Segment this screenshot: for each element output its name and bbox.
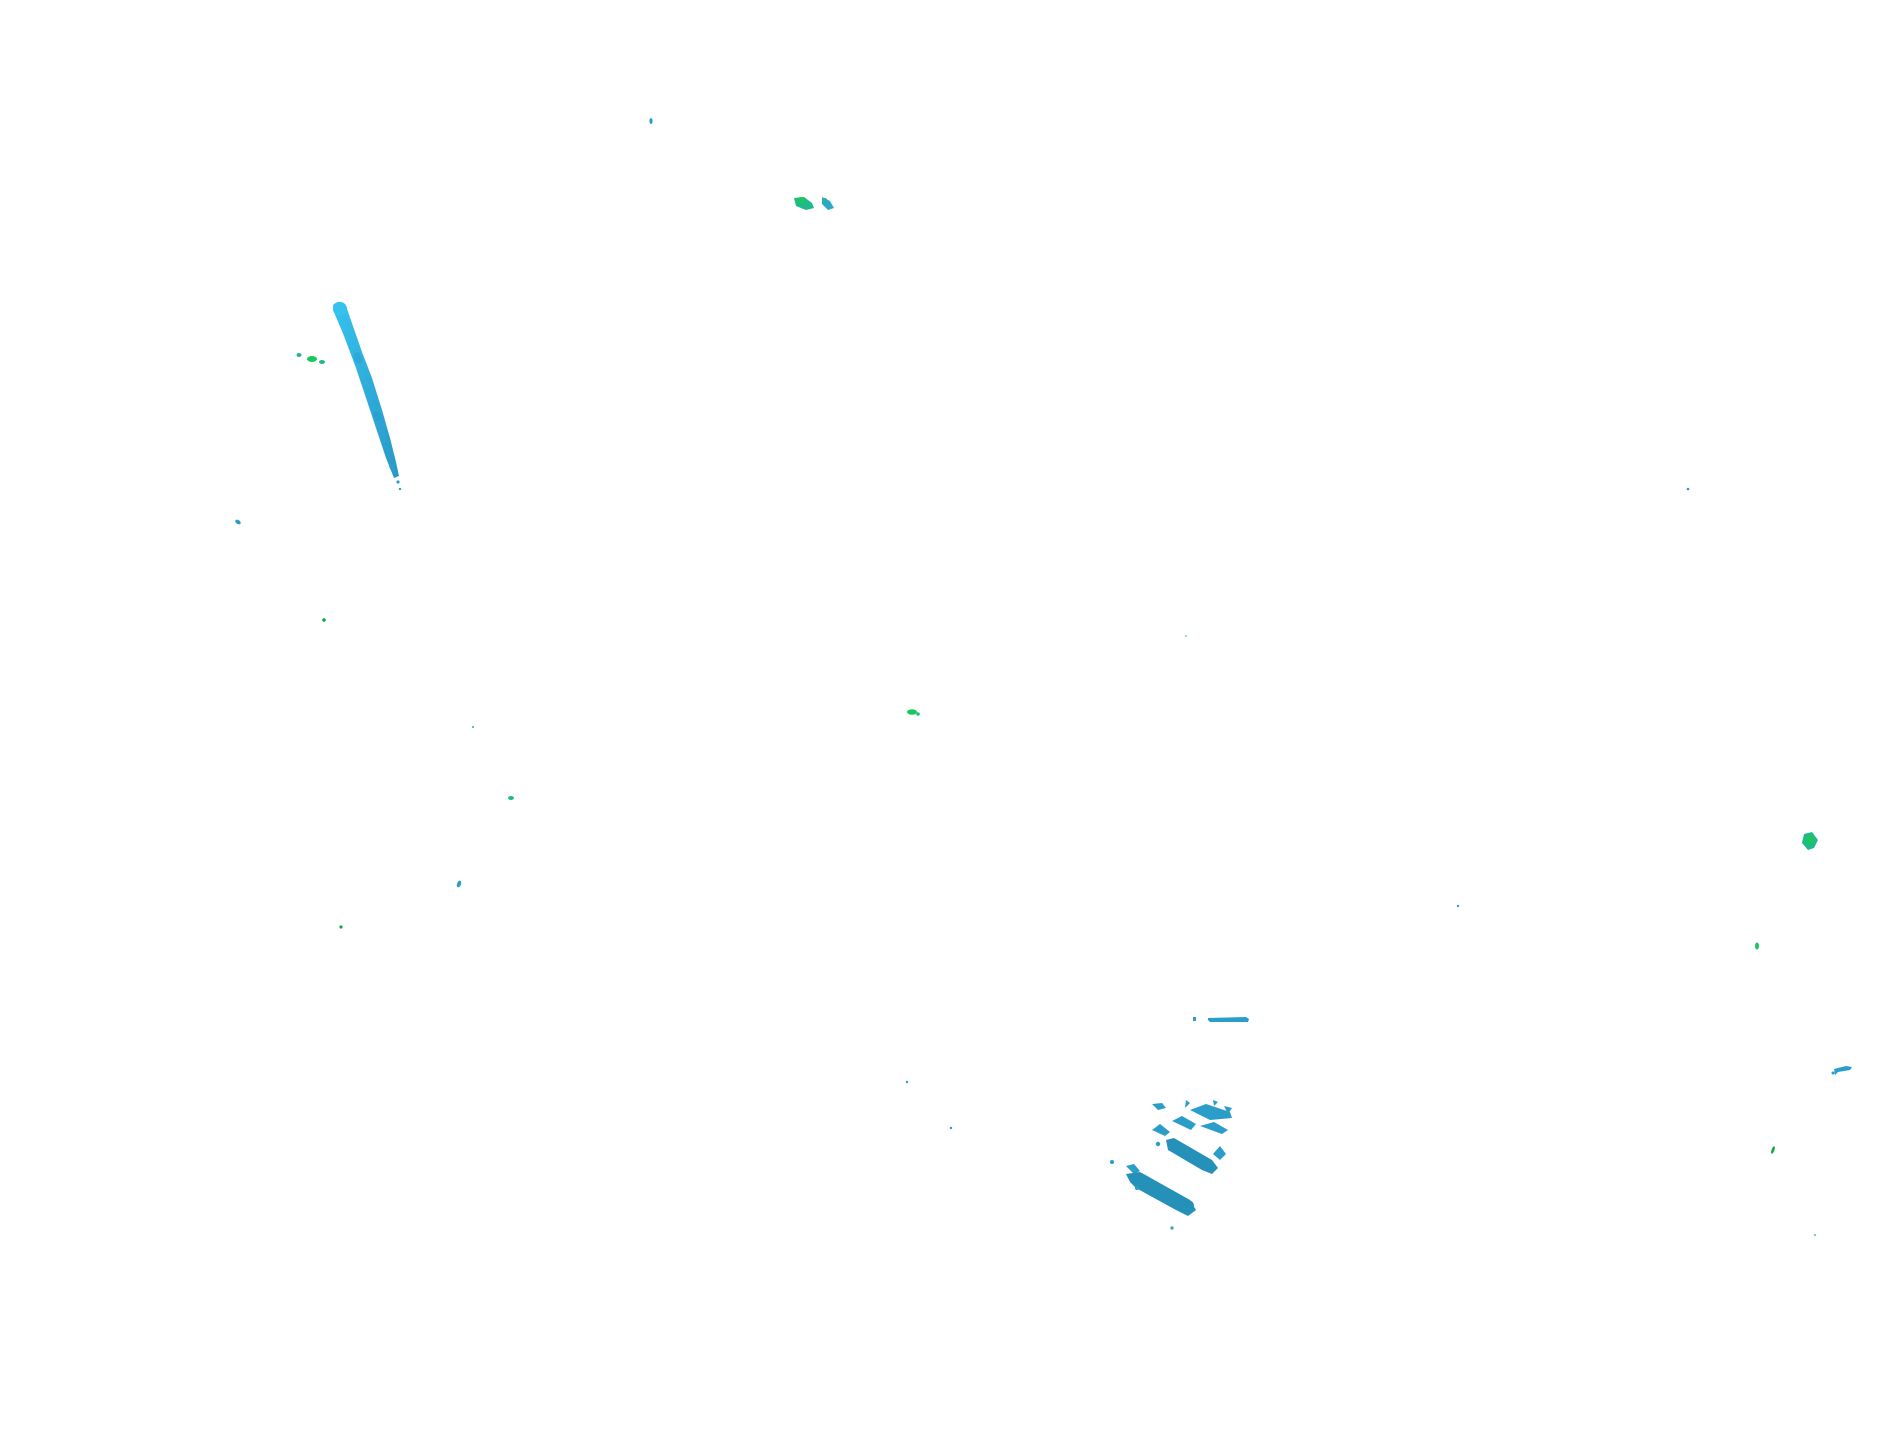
- diagonal-rod-cluster: [333, 301, 402, 491]
- bottom-bar-cluster: [1110, 1017, 1249, 1230]
- green-speck-cluster-left: [296, 353, 325, 364]
- top-specks: [649, 118, 834, 210]
- center-specks: [905, 635, 1187, 1130]
- right-specks: [1456, 487, 1852, 1236]
- speck-left-mid: [235, 519, 514, 929]
